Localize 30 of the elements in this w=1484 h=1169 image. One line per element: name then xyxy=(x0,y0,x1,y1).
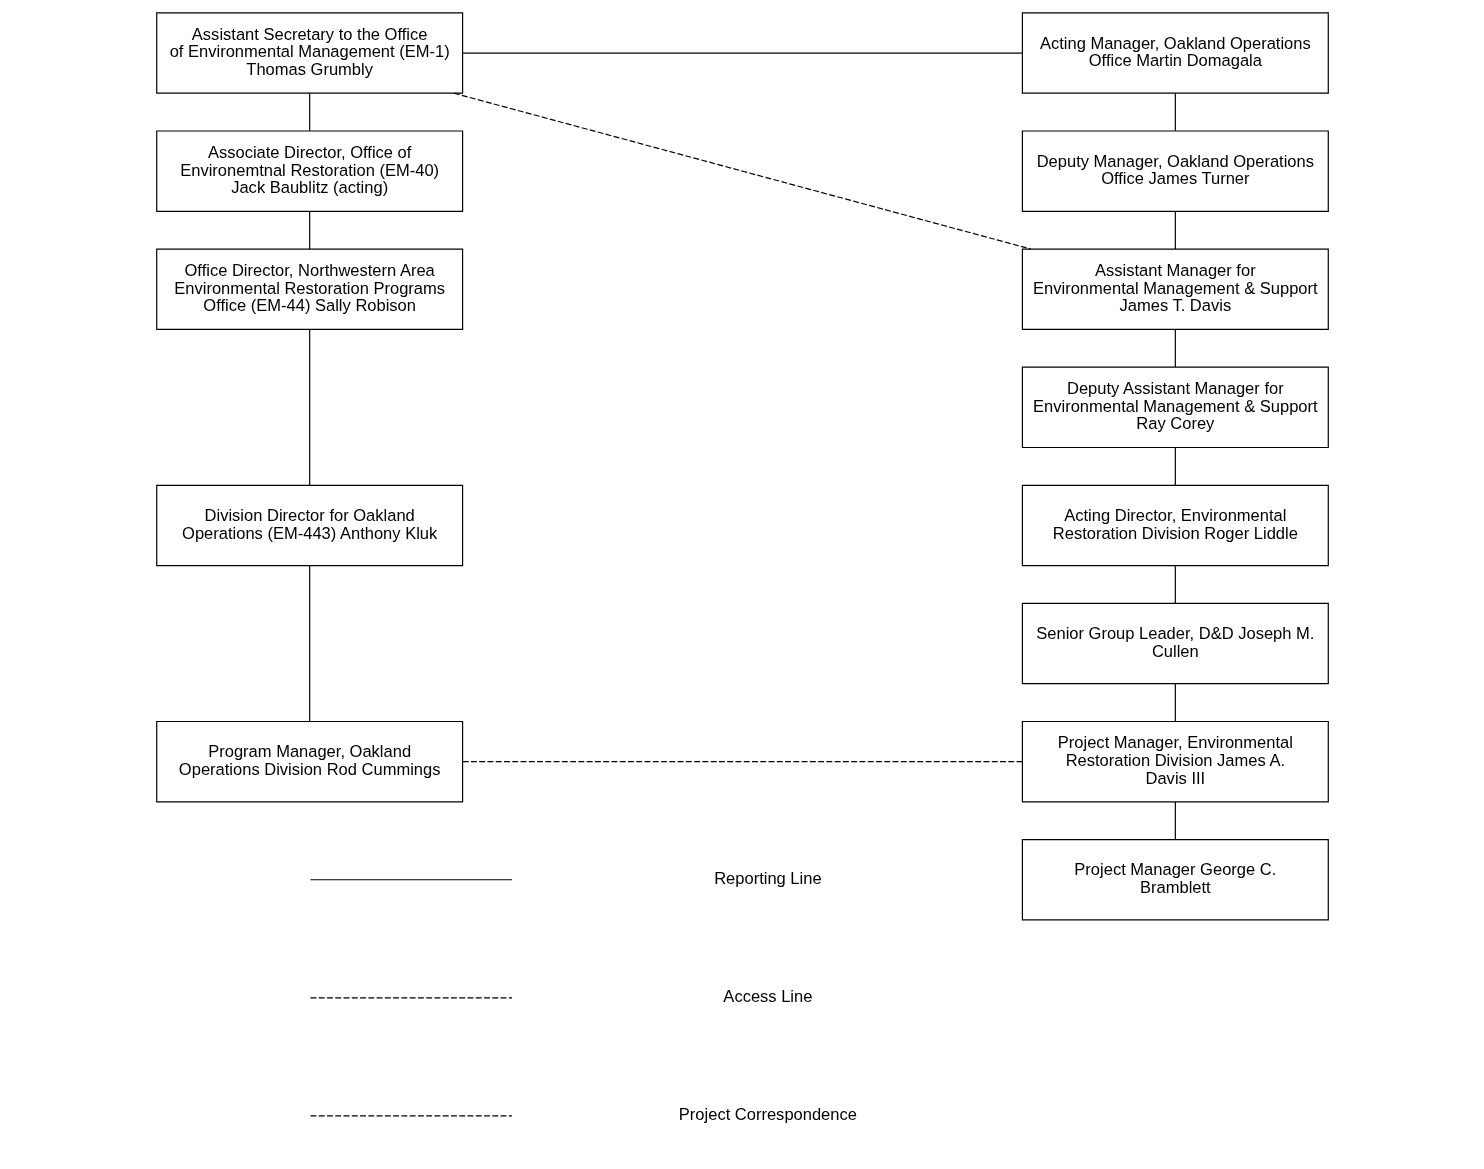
node-box: Acting Manager, Oakland Operations Office Martin Domagala xyxy=(1021,12,1329,94)
node-box: Senior Group Leader, D&D Joseph M. Cullen xyxy=(1021,602,1329,685)
connector xyxy=(308,329,310,486)
connector xyxy=(1174,447,1176,486)
connector xyxy=(308,210,310,250)
node-box: Deputy Assistant Manager for Environmental Management & Support Ray Corey xyxy=(1021,366,1329,449)
connector xyxy=(453,92,1031,250)
connector xyxy=(461,761,1023,763)
legend-label: Reporting Line xyxy=(713,869,822,889)
connector xyxy=(461,52,1023,54)
connector xyxy=(308,565,310,722)
node-box: Project Manager, Environmental Restoration Division James A. Davis III xyxy=(1021,720,1329,803)
node-box: Assistant Manager for Environmental Management & Support James T. Davis xyxy=(1021,248,1329,330)
connector xyxy=(308,92,310,132)
connector xyxy=(1174,565,1176,604)
connector xyxy=(1174,92,1176,132)
connector xyxy=(1174,329,1176,368)
node-box: Deputy Manager, Oakland Operations Office James Turner xyxy=(1021,130,1329,212)
node-box: Office Director, Northwestern Area Environmental Restoration Programs Office (EM-44) Sally Robison xyxy=(155,248,463,330)
legend-label: Access Line xyxy=(722,987,812,1007)
node-box: Acting Director, Environmental Restoration Division Roger Liddle xyxy=(1021,484,1329,567)
node-box: Associate Director, Office of Environemtnal Restoration (EM-40) Jack Baublitz (acting) xyxy=(155,130,463,212)
node-box: Program Manager, Oakland Operations Division Rod Cummings xyxy=(155,720,463,803)
node-box: Project Manager George C. Bramblett xyxy=(1021,839,1329,921)
connector xyxy=(1174,801,1176,840)
node-box: Assistant Secretary to the Office of Environmental Management (EM-1) Thomas Grumbly xyxy=(155,12,463,94)
connector xyxy=(1174,683,1176,722)
node-box: Division Director for Oakland Operations (EM-443) Anthony Kluk xyxy=(155,484,463,567)
legend-label: Project Correspondence xyxy=(678,1105,857,1125)
connector xyxy=(1174,210,1176,250)
